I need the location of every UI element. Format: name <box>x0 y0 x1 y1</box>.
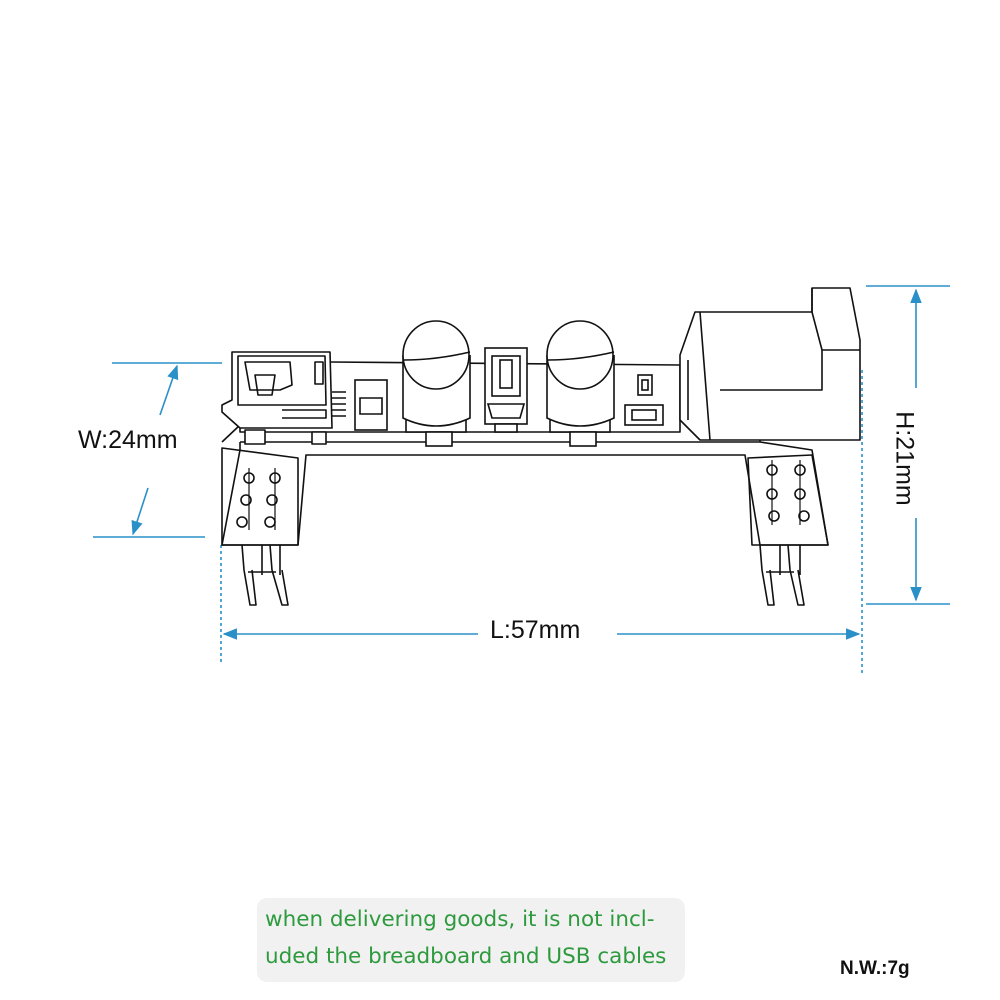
dc-jack <box>679 287 861 441</box>
left-header-block <box>221 447 299 546</box>
height-label: H:21mm <box>890 411 919 506</box>
width-arrow-top <box>159 364 179 416</box>
header-pins-right <box>766 460 810 525</box>
usb-connector <box>221 351 346 445</box>
delivery-note-line1: when delivering goods, it is not incl- <box>265 907 655 932</box>
dimension-lines <box>93 285 950 676</box>
length-label: L:57mm <box>490 616 581 644</box>
delivery-note-line2: uded the breadboard and USB cables <box>265 944 667 969</box>
voltage-regulator <box>484 347 528 433</box>
width-arrow-bottom <box>131 487 149 536</box>
width-label: W:24mm <box>78 426 178 454</box>
capacitor-left <box>402 320 471 447</box>
left-pins <box>241 544 289 606</box>
smd-components <box>624 374 664 426</box>
right-pins <box>759 544 805 606</box>
header-pins-left <box>236 468 281 530</box>
net-weight-label: N.W.:7g <box>840 958 910 979</box>
capacitor-right <box>546 320 615 447</box>
slide-switch <box>354 379 388 431</box>
delivery-note: when delivering goods, it is not incl- u… <box>257 898 685 982</box>
right-header-block <box>747 454 829 546</box>
